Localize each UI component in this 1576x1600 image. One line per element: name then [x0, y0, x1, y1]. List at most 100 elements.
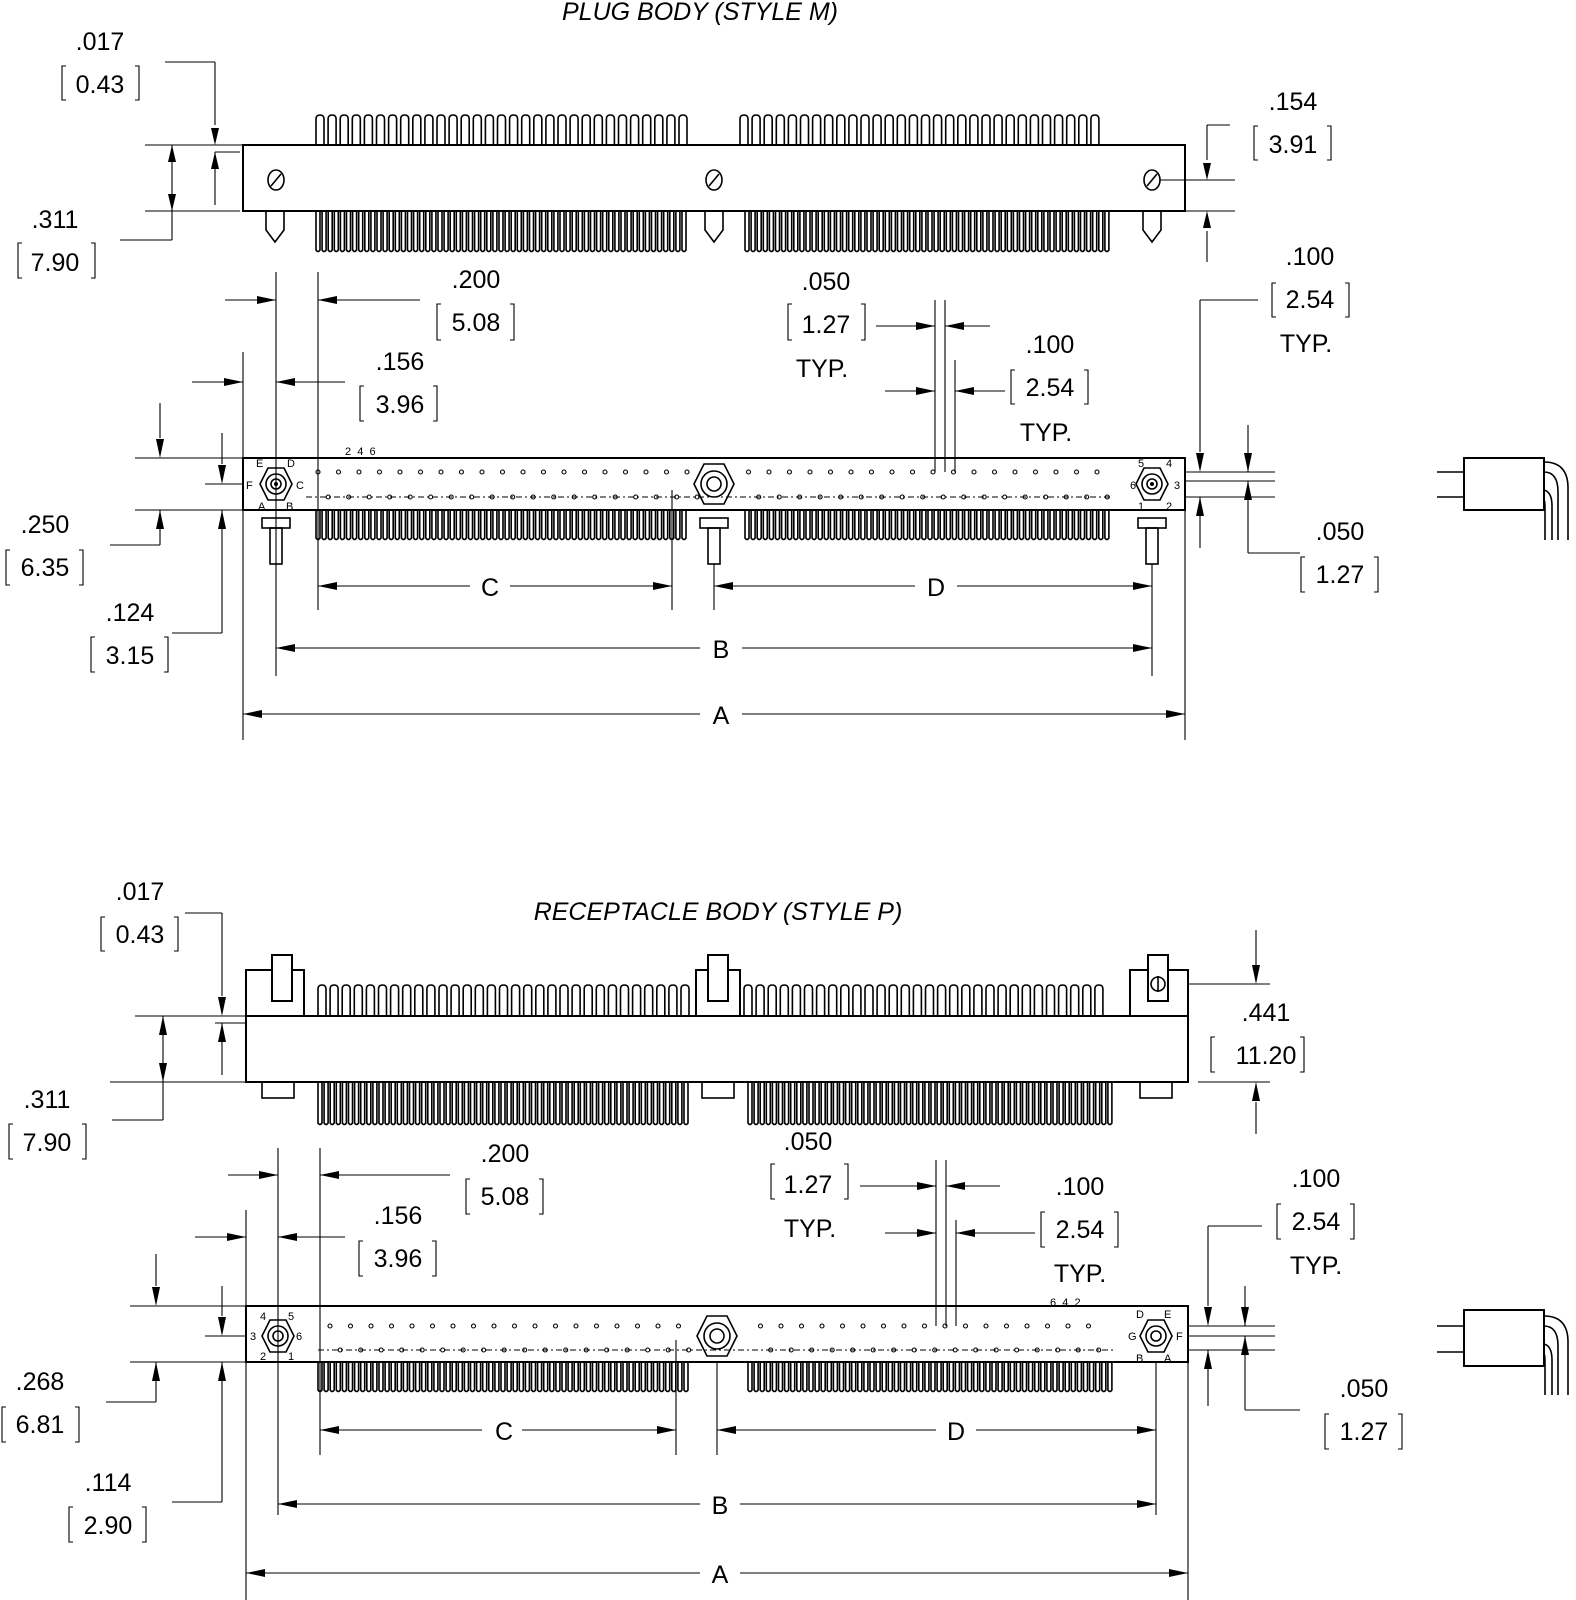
pin-tail [437, 211, 443, 253]
pin-tail [335, 1362, 342, 1393]
pin-tail [579, 1362, 586, 1393]
contact-hole-row2 [563, 1347, 569, 1353]
pin-tail [376, 510, 382, 541]
pin-tail [933, 211, 939, 253]
contact-hole-row2 [387, 494, 393, 500]
contact-hole-row1 [450, 1323, 456, 1329]
pin-tail [887, 1082, 894, 1126]
plug-dim-250-mm: 6.35 [21, 554, 70, 582]
pin-tail [863, 1362, 869, 1393]
contact-hole-row1 [1094, 469, 1100, 475]
contact-tooth [961, 984, 971, 1016]
pin-tail [614, 211, 620, 253]
pin-tail [979, 1082, 985, 1126]
pin-tail [957, 211, 964, 253]
pin-tail [1058, 1082, 1064, 1126]
contact-hole-row2 [358, 1347, 364, 1353]
pin-tail [571, 211, 577, 253]
contact-hole-row2 [428, 494, 434, 500]
contact-tooth [557, 114, 567, 145]
pin-tail [475, 1082, 482, 1126]
pin-tail [412, 510, 419, 541]
pin-tail [400, 211, 407, 253]
contact-hole-row1 [942, 1323, 948, 1329]
pin-tail [402, 1362, 409, 1393]
contact-tooth [920, 114, 931, 145]
contact-hole-row1 [561, 469, 567, 475]
pin-tail [510, 211, 516, 253]
contact-hole-row2 [378, 1347, 384, 1353]
pin-tail [863, 1082, 869, 1126]
plug-hex-center [693, 463, 735, 505]
pin-tail [461, 510, 468, 541]
contact-hole-row2 [911, 1347, 917, 1353]
plug-hex-letter-e: E [256, 458, 263, 470]
pin-tail [814, 1082, 820, 1126]
contact-hole-row1 [827, 469, 834, 475]
pin-tail [677, 1082, 683, 1126]
contact-hole-row2 [899, 494, 905, 500]
pin-tail [549, 1362, 555, 1393]
pin-tail [1027, 1082, 1034, 1126]
pin-tail [771, 1362, 778, 1393]
pin-tail [372, 1082, 378, 1126]
pin-tail [412, 211, 419, 253]
pin-tail [632, 211, 638, 253]
receptacle-dim-268-inch: .268 [16, 1368, 65, 1396]
contact-hole-row1 [1085, 1323, 1092, 1329]
pin-tail [433, 1362, 439, 1393]
contact-tooth [643, 984, 654, 1016]
contact-tooth [559, 984, 569, 1016]
contact-tooth [823, 114, 834, 145]
pin-tail [997, 1082, 1003, 1126]
contact-tooth [864, 984, 874, 1016]
contact-tooth [363, 114, 374, 145]
pin-tail [820, 1362, 826, 1393]
pin-tail [850, 1082, 857, 1126]
contact-hole-row1 [327, 1323, 333, 1329]
pin-tail [957, 510, 964, 541]
contact-hole-row2 [694, 494, 700, 500]
receptacle-dim-268: .268 6.81 [1, 1254, 246, 1443]
pin-tail [872, 510, 878, 541]
contact-tooth [1094, 984, 1104, 1016]
pin-tail [1070, 1082, 1077, 1126]
pin-tail [793, 510, 799, 541]
contact-hole-row1 [889, 469, 895, 475]
pin-tail [473, 211, 480, 253]
contact-hole-row1 [1032, 469, 1039, 475]
plug-hex-right [1135, 467, 1169, 501]
contact-hole-row2 [776, 494, 782, 500]
pin-tail [595, 510, 602, 541]
pin-tail [982, 510, 988, 541]
contact-tooth [852, 984, 862, 1016]
pin-tail [481, 1082, 488, 1126]
pin-tail [345, 211, 352, 253]
contact-hole-row1 [880, 1323, 887, 1329]
pin-tail [571, 510, 577, 541]
pin-tail [756, 211, 762, 253]
pin-tail [473, 510, 480, 541]
pin-tail [1018, 211, 1025, 253]
contact-hole-row2 [1034, 1347, 1040, 1353]
contact-hole-row1 [991, 469, 998, 475]
pin-tail [500, 1362, 506, 1393]
receptacle-dim-156-mm: 3.96 [374, 1245, 423, 1273]
pin-tail [911, 1082, 918, 1126]
pin-tail [528, 510, 535, 541]
pin-tail [585, 1362, 592, 1393]
contact-tooth [535, 984, 545, 1016]
contact-tooth [836, 114, 846, 145]
contact-hole-row1 [848, 469, 854, 475]
contact-tooth [581, 114, 591, 145]
pin-tail [774, 510, 781, 541]
pin-tail [759, 1082, 765, 1126]
contact-hole-row1 [368, 1323, 374, 1329]
pin-tail [608, 211, 614, 253]
contact-tooth [595, 984, 606, 1016]
pin-tail [966, 1082, 973, 1126]
pin-tail [948, 1082, 955, 1126]
pin-tail [841, 211, 848, 253]
contact-hole-row1 [634, 1323, 641, 1329]
contact-tooth [666, 114, 676, 145]
